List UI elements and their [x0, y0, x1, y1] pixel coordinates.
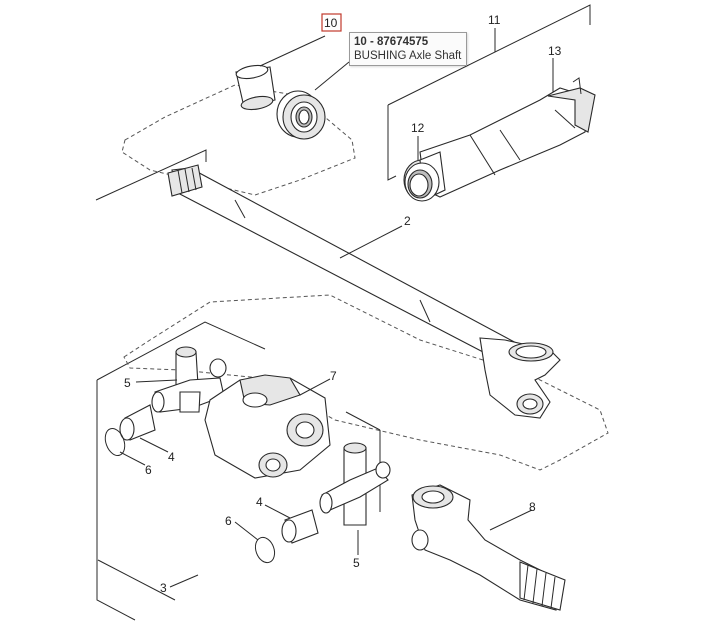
callout-5-upper[interactable]: 5 — [124, 376, 131, 390]
callout-2[interactable]: 2 — [404, 214, 411, 228]
centre-yoke-part-7[interactable] — [204, 374, 331, 479]
stub-shaft-part-8[interactable] — [411, 484, 566, 611]
bushing-part-10[interactable] — [235, 63, 276, 111]
callout-6-lower[interactable]: 6 — [225, 514, 232, 528]
snap-ring-upper[interactable] — [102, 426, 128, 458]
callout-10[interactable]: 10 — [324, 16, 338, 30]
tube-housing-part-13[interactable] — [419, 77, 596, 198]
dashed-outline-bushings — [121, 84, 356, 196]
callout-3[interactable]: 3 — [160, 581, 167, 595]
part-tooltip: 10 - 87674575 BUSHING Axle Shaft — [349, 32, 467, 66]
tooltip-part-description: BUSHING Axle Shaft — [354, 50, 462, 62]
group-box-11 — [387, 4, 591, 181]
snap-ring-lower[interactable] — [252, 535, 278, 566]
callout-4-lower[interactable]: 4 — [256, 495, 263, 509]
bearing-cap-lower[interactable] — [281, 509, 319, 544]
leader-lines — [119, 28, 554, 588]
u-joint-cross-lower[interactable] — [319, 442, 391, 526]
callout-12[interactable]: 12 — [411, 121, 425, 135]
callout-5-lower[interactable]: 5 — [353, 556, 360, 570]
callout-7[interactable]: 7 — [330, 369, 337, 383]
bearing-cap-upper[interactable] — [119, 404, 156, 441]
dashed-outline-shaft-yoke — [123, 294, 609, 471]
tooltip-part-number: 10 - 87674575 — [354, 36, 429, 48]
callout-4-upper[interactable]: 4 — [168, 450, 175, 464]
callout-8[interactable]: 8 — [529, 500, 536, 514]
group-box-3 — [96, 321, 381, 621]
callout-11[interactable]: 11 — [488, 13, 501, 27]
group-box-2 — [95, 149, 207, 201]
bearing-seal-part[interactable] — [276, 90, 326, 140]
u-joint-cross-upper[interactable] — [151, 346, 227, 413]
callout-13[interactable]: 13 — [548, 44, 562, 58]
callout-10-highlight[interactable] — [321, 13, 342, 32]
callout-6-upper[interactable]: 6 — [145, 463, 152, 477]
axle-shaft-part-2[interactable] — [167, 164, 561, 419]
seal-ring-part-12[interactable] — [403, 151, 446, 202]
